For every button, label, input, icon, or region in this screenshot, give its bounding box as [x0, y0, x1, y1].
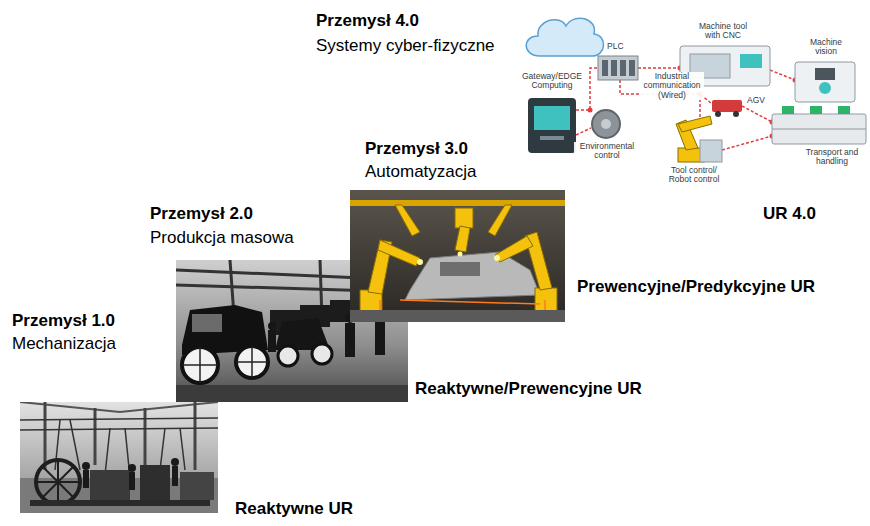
photo-automation [350, 190, 565, 322]
device-label: Machine tool with CNC [690, 22, 756, 41]
photo-mechanization [20, 402, 218, 513]
stage-subtitle: Mechanizacja [12, 334, 116, 354]
device-label: Environmental control [574, 142, 640, 161]
device-label: Transport and handling [798, 148, 866, 167]
device-label: Machine vision [802, 38, 850, 57]
stage-title: Przemysł 2.0 [150, 204, 253, 224]
device-label: Gateway/EDGE Computing [518, 72, 586, 91]
maintenance-label: Reaktywne UR [235, 499, 353, 519]
maintenance-label: Reaktywne/Prewencyjne UR [415, 379, 642, 399]
stage-subtitle: Systemy cyber-fizyczne [316, 36, 495, 56]
stage-subtitle: Automatyzacja [365, 162, 477, 182]
device-label: Tool control/ Robot control [662, 166, 726, 185]
maintenance-label: Prewencyjne/Predykcyjne UR [577, 277, 815, 297]
stage-title: Przemysł 1.0 [12, 311, 115, 331]
stage-title: Przemysł 4.0 [316, 11, 419, 31]
device-label: Industrial communication (Wired) [640, 72, 704, 100]
device-label: PLC [606, 42, 625, 51]
device-label: AGV [746, 96, 766, 105]
stage-title: Przemysł 3.0 [365, 139, 468, 159]
stage-subtitle: Produkcja masowa [150, 228, 294, 248]
maintenance-label: UR 4.0 [763, 204, 816, 224]
